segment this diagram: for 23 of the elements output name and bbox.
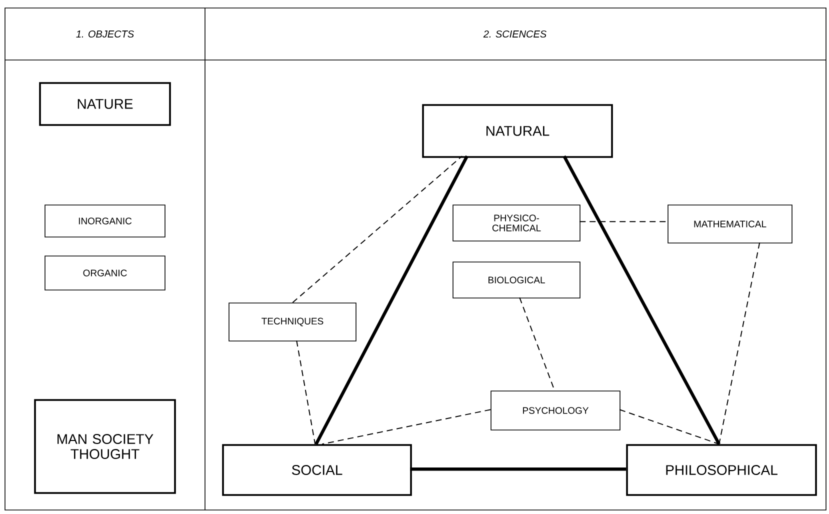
science-box: PSYCHOLOGY: [490, 390, 620, 430]
connector-line: [314, 155, 469, 445]
connector-line: [410, 468, 626, 471]
science-box: TECHNIQUES: [228, 302, 356, 342]
dashed-line: [718, 242, 760, 445]
object-box: MAN SOCIETY THOUGHT: [34, 399, 176, 494]
dashed-line: [296, 340, 316, 445]
object-box: INORGANIC: [44, 204, 166, 238]
object-box: ORGANIC: [44, 256, 166, 290]
science-box: NATURAL: [422, 104, 613, 158]
object-box: NATURE: [39, 82, 171, 126]
column-heading: 1. OBJECTS: [76, 30, 134, 38]
connector-line: [562, 155, 721, 445]
science-box: PHILOSOPHICAL: [626, 444, 817, 496]
dashed-line: [579, 221, 668, 222]
dashed-line: [292, 156, 463, 304]
column-heading: 2. SCIENCES: [483, 30, 546, 38]
science-box: SOCIAL: [222, 444, 412, 496]
science-box: MATHEMATICAL: [668, 204, 792, 244]
dashed-line: [322, 409, 492, 445]
science-box: BIOLOGICAL: [452, 262, 580, 298]
science-box: PHYSICO-CHEMICAL: [452, 204, 580, 242]
dashed-line: [619, 409, 720, 445]
